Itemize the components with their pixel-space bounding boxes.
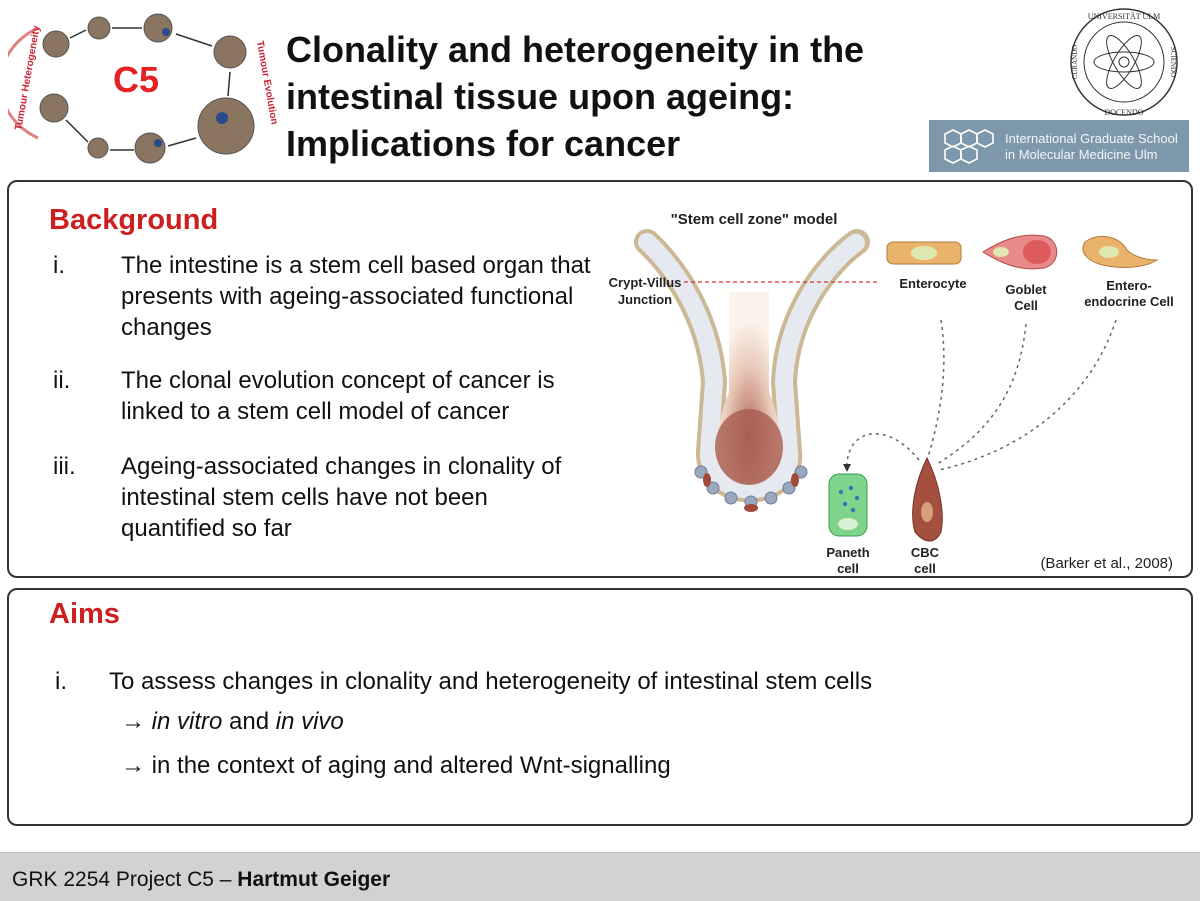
background-item-1-text: The intestine is a stem cell based organ… [121,252,591,341]
footer-person: Hartmut Geiger [237,868,391,891]
seal-text-right: SCIENDO [1169,47,1177,77]
seal-text-bottom: DOCENDO [1104,108,1143,117]
paneth-cell [828,473,868,537]
seal-text-top: UNIVERSITÄT ULM [1088,12,1161,21]
paneth-arrowhead [843,464,851,472]
arrow-right-icon: → [121,708,152,735]
aim-sub1-in-vivo: in vivo [275,708,344,735]
cbc-label-2: cell [914,561,936,576]
aim-sub1-in-vitro: in vitro [151,708,223,735]
university-ulm-seal: UNIVERSITÄT ULM DOCENDO SCIENDO CURANDO [1068,6,1180,118]
junction-label-2: Junction [618,292,672,307]
aim-sub1-and: and [222,708,276,735]
title-line-3: Implications for cancer [286,123,681,164]
aim-sub2-text: in the context of aging and altered Wnt-… [151,752,671,779]
aim-sub-item-2: → in the context of aging and altered Wn… [121,752,671,780]
footer-project: GRK 2254 Project C5 – [12,868,238,891]
aims-heading: Aims [49,598,120,630]
background-item-3-num: iii. [53,453,76,480]
aims-panel: Aims i. To assess changes in clonality a… [7,588,1193,826]
stem-cell-zone-diagram: "Stem cell zone" model Crypt-Villus Junc… [589,202,1189,577]
aim-item-1-num: i. [55,668,67,695]
molecule-icon [944,129,994,164]
background-item-1-num: i. [53,252,65,279]
background-item-2-num: ii. [53,367,71,394]
paneth-label-2: cell [837,561,859,576]
title-line-2: intestinal tissue upon ageing: [286,76,795,117]
graduate-school-banner: International Graduate School in Molecul… [929,120,1189,172]
background-item-2-text: The clonal evolution concept of cancer i… [121,367,555,425]
graduate-school-name: International Graduate School in Molecul… [1005,131,1178,163]
diagram-title: "Stem cell zone" model [671,211,838,228]
goblet-label-2: Cell [1014,298,1038,313]
aim-sub-item-1: → in vitro and in vivo [121,708,344,736]
arrow-right-icon: → [121,752,152,779]
enterocyte-label: Enterocyte [899,276,966,291]
footer-text: GRK 2254 Project C5 – Hartmut Geiger [12,868,390,892]
junction-label-1: Crypt-Villus [609,275,682,290]
lineage-arrows [846,319,1117,471]
footer-bar: GRK 2254 Project C5 – Hartmut Geiger [0,852,1200,901]
graduate-school-line-1: International Graduate School [1005,131,1178,146]
seal-text-left: CURANDO [1071,45,1079,80]
background-item-3-text: Ageing-associated changes in clonality o… [121,453,562,542]
goblet-label-1: Goblet [1005,282,1047,297]
diagram-citation: (Barker et al., 2008) [1040,555,1173,572]
page-title: Clonality and heterogeneity in the intes… [286,26,926,167]
logo-c5-label: C5 [113,59,159,100]
enteroendocrine-label-2: endocrine Cell [1084,294,1174,309]
cbc-label-1: CBC [911,545,940,560]
title-line-1: Clonality and heterogeneity in the [286,29,865,70]
aim-item-1-text: To assess changes in clonality and heter… [109,668,873,695]
logo-right-arc-text: Tumour Evolution [254,40,278,125]
background-heading: Background [49,204,219,236]
enteroendocrine-cell [1082,235,1159,268]
cbc-cell [912,456,943,542]
paneth-label-1: Paneth [826,545,869,560]
background-panel: Background i. The intestine is a stem ce… [7,180,1193,578]
c5-project-logo: Tumour Heterogeneity Tumour Evolution C5 [0,8,280,168]
graduate-school-line-2: in Molecular Medicine Ulm [1005,147,1158,162]
enteroendocrine-label-1: Entero- [1106,278,1152,293]
